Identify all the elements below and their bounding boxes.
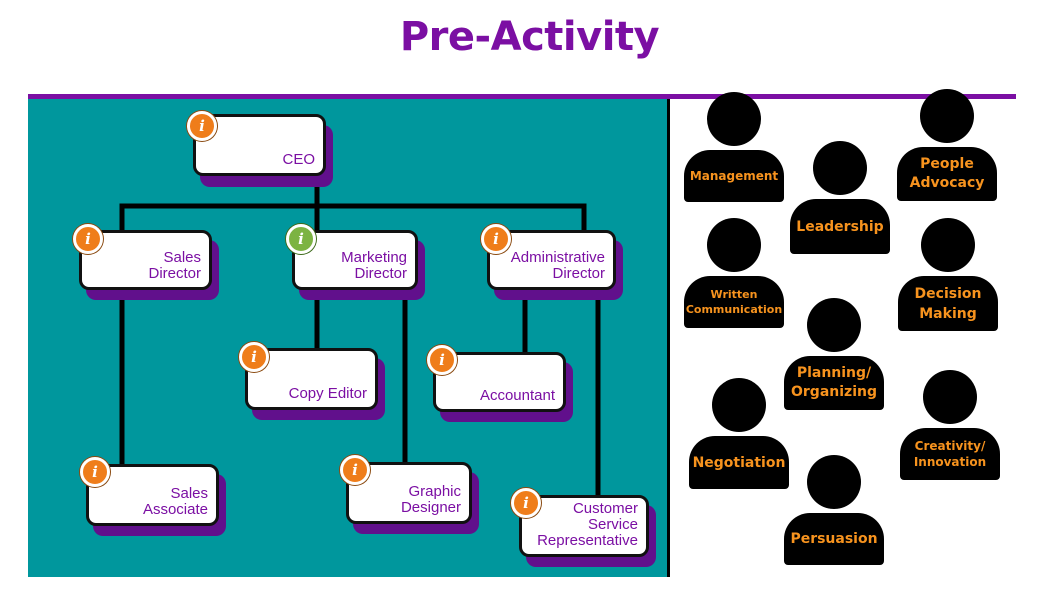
- node-label: CEO: [282, 151, 315, 168]
- person-head-icon: [813, 141, 867, 195]
- person-body: Planning/ Organizing: [784, 356, 884, 410]
- node-label: Sales Associate: [142, 485, 208, 518]
- node-label: Graphic Designer: [400, 483, 461, 516]
- info-icon[interactable]: i: [340, 455, 370, 485]
- skill-management[interactable]: Management: [684, 92, 784, 202]
- person-head-icon: [920, 89, 974, 143]
- person-head-icon: [807, 298, 861, 352]
- person-head-icon: [707, 218, 761, 272]
- skill-planning-organizing[interactable]: Planning/ Organizing: [784, 298, 884, 410]
- info-icon[interactable]: i: [511, 488, 541, 518]
- person-body: People Advocacy: [897, 147, 997, 201]
- node-label: Copy Editor: [288, 385, 367, 402]
- info-icon[interactable]: i: [187, 111, 217, 141]
- skill-label: Decision Making: [914, 285, 982, 322]
- person-head-icon: [707, 92, 761, 146]
- skill-label: Leadership: [796, 218, 884, 235]
- person-body: Leadership: [790, 199, 890, 254]
- node-label: Accountant: [479, 387, 555, 404]
- skill-label: Creativity/ Innovation: [913, 439, 987, 469]
- panel-divider: [667, 99, 670, 577]
- info-icon[interactable]: i: [286, 224, 316, 254]
- person-head-icon: [807, 455, 861, 509]
- node-graphic-designer[interactable]: Graphic Designer: [346, 462, 472, 524]
- person-body: Creativity/ Innovation: [900, 428, 1000, 480]
- info-icon[interactable]: i: [427, 345, 457, 375]
- person-body: Written Communication: [684, 276, 784, 328]
- info-icon[interactable]: i: [481, 224, 511, 254]
- skill-label: People Advocacy: [909, 156, 985, 191]
- skill-label: Management: [689, 169, 779, 183]
- node-label: Administrative Director: [510, 249, 605, 282]
- skill-label: Negotiation: [692, 454, 786, 471]
- person-head-icon: [921, 218, 975, 272]
- skill-label: Planning/ Organizing: [791, 365, 877, 400]
- page-title: Pre-Activity: [399, 14, 660, 60]
- node-label: Customer Service Representative: [537, 500, 638, 549]
- info-icon[interactable]: i: [80, 457, 110, 487]
- node-customer-service-representative[interactable]: Customer Service Representative: [519, 495, 649, 557]
- title-underline: [28, 94, 1016, 99]
- skill-label: Written Communication: [685, 288, 783, 316]
- skill-decision-making[interactable]: Decision Making: [898, 218, 998, 331]
- node-sales-associate[interactable]: Sales Associate: [86, 464, 219, 526]
- person-body: Decision Making: [898, 276, 998, 331]
- skill-creativity-innovation[interactable]: Creativity/ Innovation: [900, 370, 1000, 480]
- person-head-icon: [923, 370, 977, 424]
- person-head-icon: [712, 378, 766, 432]
- info-icon[interactable]: i: [73, 224, 103, 254]
- skill-persuasion[interactable]: Persuasion: [784, 455, 884, 565]
- node-label: Sales Director: [148, 249, 201, 282]
- node-administrative-director[interactable]: Administrative Director: [487, 230, 616, 290]
- skill-leadership[interactable]: Leadership: [790, 141, 890, 254]
- node-ceo[interactable]: CEO: [193, 114, 326, 176]
- info-icon[interactable]: i: [239, 342, 269, 372]
- skill-negotiation[interactable]: Negotiation: [689, 378, 789, 489]
- skill-written-communication[interactable]: Written Communication: [684, 218, 784, 328]
- person-body: Management: [684, 150, 784, 202]
- node-label: Marketing Director: [341, 249, 407, 282]
- person-body: Persuasion: [784, 513, 884, 565]
- skill-label: Persuasion: [790, 531, 878, 547]
- skill-people-advocacy[interactable]: People Advocacy: [897, 89, 997, 201]
- person-body: Negotiation: [689, 436, 789, 489]
